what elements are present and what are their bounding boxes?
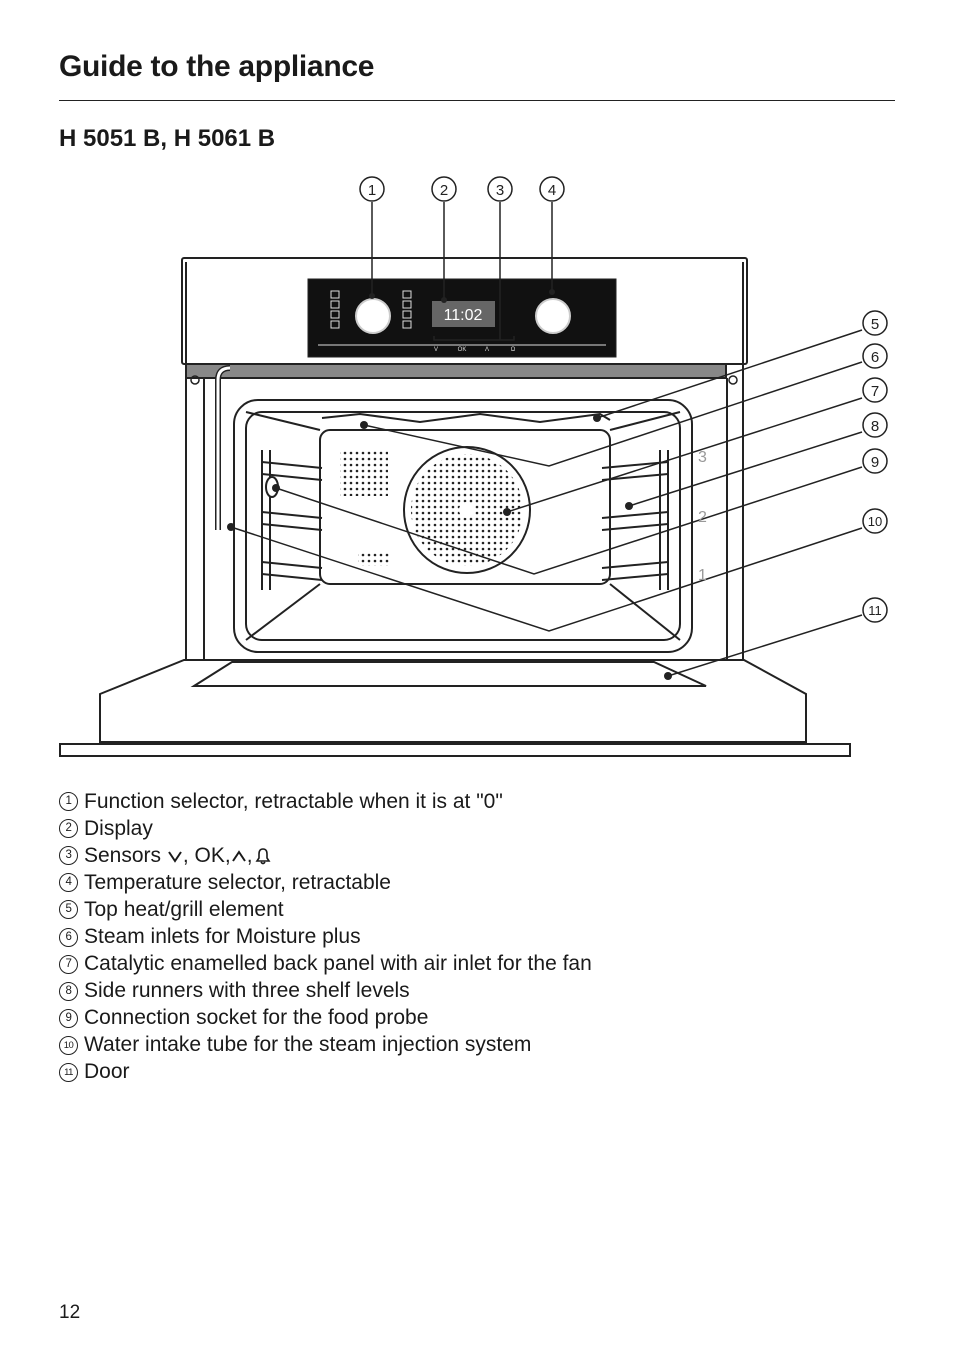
legend-number: 2 [59,819,78,839]
callout-number: 1 [368,182,376,199]
display-time: 11:02 [444,307,483,324]
oven-frame [181,257,748,660]
shelf-level-label: 1 [698,567,707,584]
callout-circle [862,597,888,623]
callout-number: 7 [871,383,879,400]
callout-circle [862,508,888,534]
callout-circle [862,448,888,474]
callout-number: 3 [496,182,504,199]
callout-circle [359,176,385,202]
bell-icon [255,847,271,865]
temperature-selector-knob [535,298,571,334]
legend-item: 1 Function selector, retractable when it … [59,788,592,815]
legend-number: 3 [59,846,78,866]
callout-number: 8 [871,418,879,435]
legend-item: 6 Steam inlets for Moisture plus [59,923,592,950]
shelf-level-label: 3 [698,449,707,466]
oven-diagram: 11:02 V OK Λ Ω [59,176,888,757]
panel-label: OK [458,347,467,353]
screw-icon [190,375,200,385]
panel-label: Ω [511,347,516,353]
legend-text: Water intake tube for the steam injectio… [84,1033,532,1057]
legend-list: 1 Function selector, retractable when it … [59,788,592,1086]
legend-text: Function selector, retractable when it i… [84,789,503,813]
legend-text: Catalytic enamelled back panel with air … [84,952,592,976]
callout-circle [431,176,457,202]
legend-item: 10 Water intake tube for the steam inject… [59,1032,592,1059]
legend-text: Connection socket for the food probe [84,1006,429,1030]
legend-number: 8 [59,981,78,1001]
shelf-level-label: 2 [698,509,707,526]
legend-text: Temperature selector, retractable [84,870,391,894]
legend-item: 5 Top heat/grill element [59,896,592,923]
page-number: 12 [59,1302,81,1323]
model-heading: H 5051 B, H 5061 B [59,125,276,152]
legend-number: 4 [59,873,78,893]
callout-circle [487,176,513,202]
grill-element [321,412,611,424]
control-panel: 11:02 V OK Λ Ω [307,278,617,358]
title-divider [59,100,895,101]
water-intake-tube [215,365,231,530]
fan-cover [403,446,531,574]
callout-leaders [230,202,863,677]
legend-number: 6 [59,927,78,947]
callout-number: 5 [871,316,879,333]
legend-number: 11 [59,1062,78,1082]
legend-item: 3 Sensors , OK, , [59,842,592,869]
callout-number: 6 [871,349,879,366]
legend-text: , OK, [182,843,231,867]
steam-inlets [340,450,388,496]
panel-label: Λ [485,347,489,353]
callout-circle [862,412,888,438]
steam-inlets-lower [358,552,390,566]
legend-item: 2 Display [59,815,592,842]
legend-number: 7 [59,954,78,974]
legend-text: Top heat/grill element [84,897,284,921]
side-runners [261,450,669,590]
legend-text: Display [84,816,153,840]
legend-item: 11 Door [59,1059,592,1086]
legend-number: 10 [59,1035,78,1055]
legend-item: 4 Temperature selector, retractable [59,869,592,896]
function-selector-knob [355,298,391,334]
legend-text: Side runners with three shelf levels [84,979,410,1003]
legend-text: Sensors [84,843,162,867]
callout-number: 10 [868,514,882,529]
up-chevron-icon [231,849,246,862]
callout-circle [862,310,888,336]
callout-number: 11 [868,603,882,618]
callout-number: 2 [440,182,448,199]
down-chevron-icon [168,851,182,863]
legend-text: Steam inlets for Moisture plus [84,925,361,949]
legend-item: 9 Connection socket for the food probe [59,1005,592,1032]
legend-text: Door [84,1060,130,1084]
legend-item: 8 Side runners with three shelf levels [59,978,592,1005]
page-title: Guide to the appliance [59,50,375,83]
screw-icon [728,375,738,385]
panel-label: V [434,347,438,353]
legend-item: 7 Catalytic enamelled back panel with air… [59,951,592,978]
callout-circle [862,377,888,403]
callout-number: 9 [871,454,879,471]
legend-number: 1 [59,792,78,812]
callout-number: 4 [548,182,556,199]
legend-number: 5 [59,900,78,920]
callout-circle [539,176,565,202]
legend-number: 9 [59,1008,78,1028]
legend-text: , [246,843,253,867]
callout-circle [862,343,888,369]
oven-door [59,659,851,757]
